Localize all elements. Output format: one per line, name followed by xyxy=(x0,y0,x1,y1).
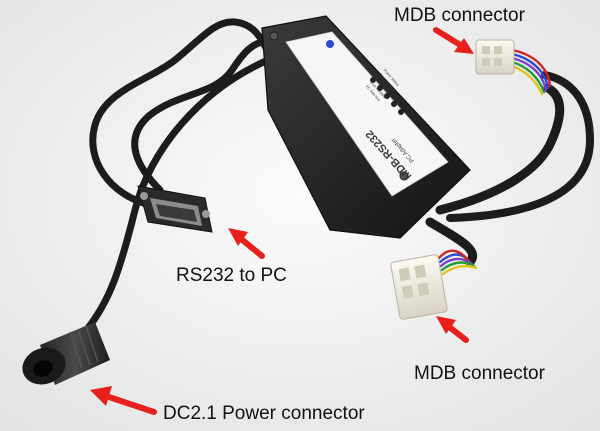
db9-connector xyxy=(137,185,213,233)
caption-mdb-connector-top: MDB connector xyxy=(394,5,525,26)
arrow-rs232 xyxy=(228,228,265,259)
mdb-connector-bottom xyxy=(390,254,448,320)
screw-top xyxy=(269,31,279,41)
mdb-connector-top xyxy=(475,39,515,75)
screw-bottom xyxy=(399,171,409,181)
brand-logo-icon xyxy=(326,40,334,48)
led-4 xyxy=(391,101,397,107)
arrow-mdb-bottom xyxy=(436,316,469,343)
arrow-mdb-top xyxy=(433,27,474,54)
caption-mdb-connector-bottom: MDB connector xyxy=(414,363,545,384)
wires-top xyxy=(510,48,552,96)
db9-cable-loop xyxy=(131,38,266,194)
cables xyxy=(84,18,595,332)
wires-bottom xyxy=(437,249,478,276)
mdb-cable-top xyxy=(435,83,565,215)
dc-plug xyxy=(22,322,110,385)
caption-rs232-to-pc: RS232 to PC xyxy=(176,265,287,286)
led-2 xyxy=(377,85,383,91)
arrows xyxy=(90,27,474,415)
caption-dc-power-connector: DC2.1 Power connector xyxy=(163,403,365,424)
db9-cable xyxy=(89,18,272,209)
led-1 xyxy=(370,77,376,83)
led-5 xyxy=(398,109,404,115)
adapter-housing xyxy=(261,15,471,239)
led-3 xyxy=(384,93,390,99)
mdb-cable-right-loop xyxy=(446,71,595,222)
device-label-panel xyxy=(285,31,449,197)
mdb-cable-bottom xyxy=(425,217,477,267)
dc-cable xyxy=(84,56,272,332)
arrow-dc xyxy=(90,386,157,415)
